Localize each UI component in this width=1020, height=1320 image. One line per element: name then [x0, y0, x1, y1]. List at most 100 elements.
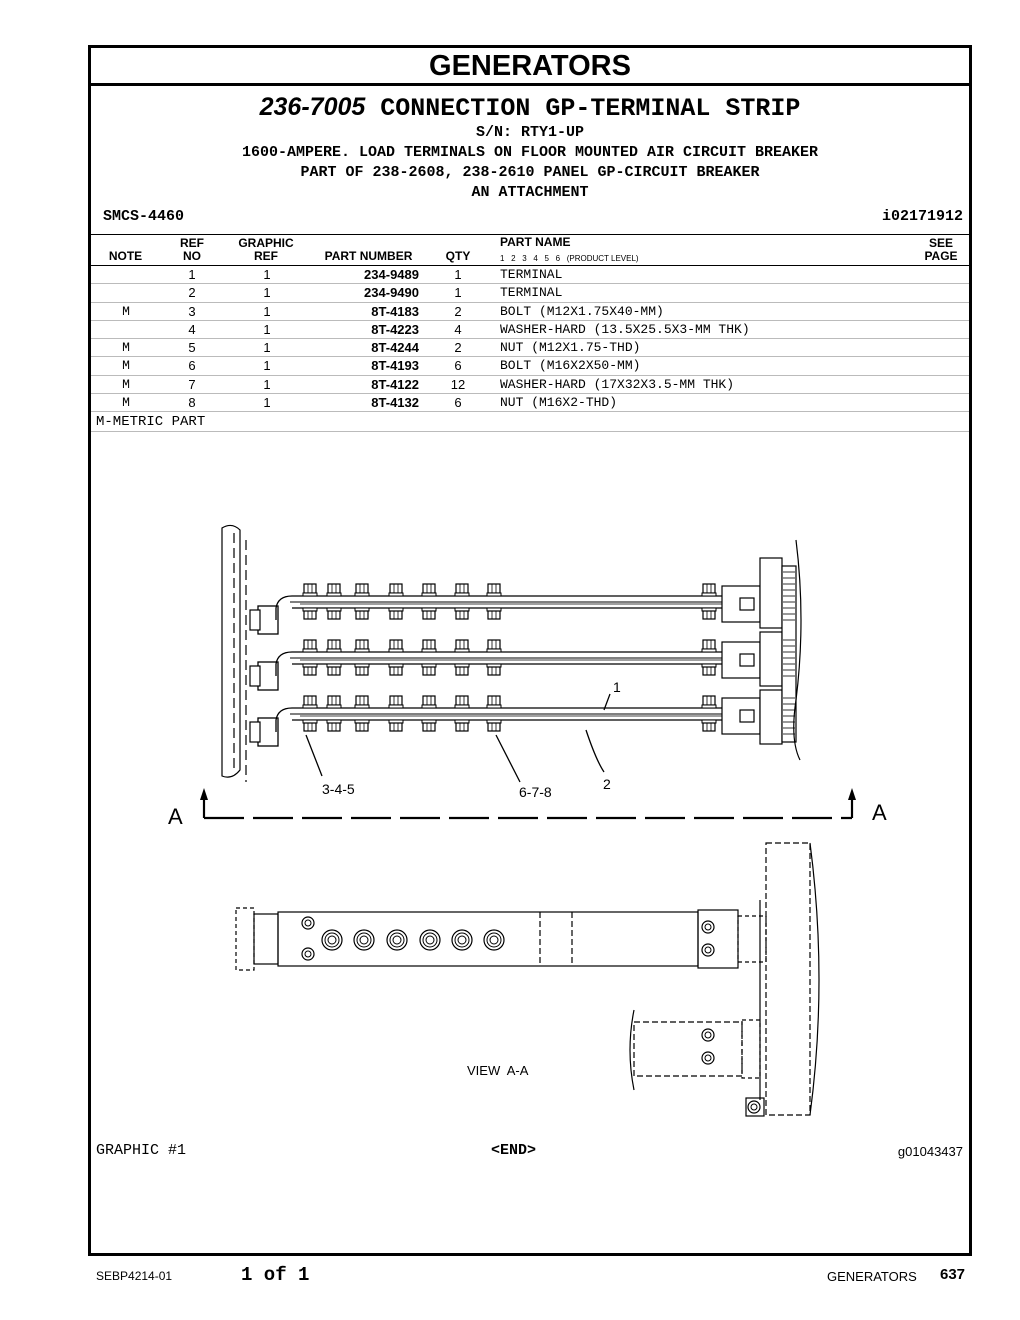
view-a-a-label: VIEW A-A	[467, 1063, 529, 1078]
footer-page-number: 637	[940, 1266, 966, 1283]
info-reference: i02171912	[881, 208, 963, 225]
graphic-label: GRAPHIC #1	[96, 1142, 187, 1159]
view-a-a-hardware	[301, 916, 761, 1114]
cell-ref: 5	[188, 340, 196, 356]
cell-graphic-ref: 1	[263, 303, 271, 319]
group-number: 236-7005	[259, 93, 366, 121]
footer-document-number: SEBP4214-01	[96, 1269, 173, 1283]
cell-part-name: TERMINAL	[500, 285, 563, 301]
header-product-levels: 1 2 3 4 5 6 (PRODUCT LEVEL)	[500, 254, 639, 263]
cell-part-number: 8T-4183	[371, 303, 419, 319]
group-heading: 236-7005 CONNECTION GP-TERMINAL STRIP	[91, 93, 969, 123]
header-note: NOTE	[108, 249, 143, 263]
section-label-left: A	[168, 804, 183, 829]
cell-part-number: 234-9489	[364, 267, 419, 282]
header-part-number: PART NUMBER	[324, 249, 413, 263]
table-row: 2 1 234-9490 1 TERMINAL	[91, 284, 969, 303]
bus-bar-middle	[249, 651, 722, 691]
page-frame: GENERATORS 236-7005 CONNECTION GP-TERMIN…	[88, 45, 972, 1256]
cell-graphic-ref: 1	[263, 358, 271, 374]
cell-graphic-ref: 1	[263, 395, 271, 411]
page-title: GENERATORS	[429, 50, 631, 82]
table-row: 4 1 8T-4223 4 WASHER-HARD (13.5X25.5X3-M…	[91, 321, 969, 340]
description-line-3: AN ATTACHMENT	[471, 184, 589, 201]
breaker-connection-blocks	[721, 539, 802, 761]
breaker-fins	[783, 571, 795, 735]
cell-part-number: 8T-4122	[371, 376, 419, 392]
cell-part-name: BOLT (M12X1.75X40-MM)	[500, 303, 664, 319]
cell-note: M	[122, 376, 130, 392]
header-ref-bottom: NO	[183, 249, 201, 263]
header-ref-top: REF	[180, 236, 204, 250]
description-line-1: 1600-AMPERE. LOAD TERMINALS ON FLOOR MOU…	[241, 144, 819, 161]
cell-qty: 2	[454, 303, 462, 319]
table-row: M 6 1 8T-4193 6 BOLT (M16X2X50-MM)	[91, 357, 969, 376]
section-label-right: A	[872, 800, 887, 825]
cell-qty: 12	[450, 376, 466, 392]
cell-part-number: 234-9490	[364, 285, 419, 301]
smcs-code: SMCS-4460	[103, 208, 185, 225]
section-arrow-left	[200, 788, 208, 800]
cell-part-number: 8T-4223	[371, 321, 419, 337]
cell-ref: 2	[188, 285, 196, 301]
header-see-bottom: PAGE	[924, 249, 958, 263]
graphic-reference: g01043437	[897, 1144, 963, 1159]
cabinet-left-wall	[221, 524, 247, 782]
cell-part-name: NUT (M12X1.75-THD)	[500, 340, 641, 356]
cell-part-name: WASHER-HARD (13.5X25.5X3-MM THK)	[500, 321, 750, 337]
header-graphic-bottom: REF	[254, 249, 278, 263]
cell-note: M	[122, 303, 130, 319]
cell-qty: 2	[454, 340, 462, 356]
cell-part-name: BOLT (M16X2X50-MM)	[500, 358, 641, 374]
cell-part-number: 8T-4132	[371, 395, 419, 411]
cell-note: M	[122, 358, 130, 374]
serial-number: S/N: RTY1-UP	[475, 124, 585, 141]
cell-ref: 6	[188, 358, 196, 374]
cell-graphic-ref: 1	[263, 321, 271, 337]
cell-qty: 6	[454, 358, 462, 374]
cell-part-name: NUT (M16X2-THD)	[500, 395, 618, 411]
cell-graphic-ref: 1	[263, 340, 271, 356]
header-graphic-top: GRAPHIC	[238, 236, 294, 250]
parts-table-header: NOTE REF NO GRAPHIC REF PART NUMBER QTY …	[91, 234, 969, 266]
table-row: M 5 1 8T-4244 2 NUT (M12X1.75-THD)	[91, 339, 969, 358]
cell-ref: 4	[188, 321, 196, 337]
cell-qty: 6	[454, 395, 462, 411]
group-name: CONNECTION GP-TERMINAL STRIP	[380, 94, 801, 123]
description-line-2: PART OF 238-2608, 238-2610 PANEL GP-CIRC…	[300, 164, 760, 181]
parts-table-body: 1 1 234-9489 1 TERMINAL 2 1 234-9490 1 T…	[91, 266, 969, 413]
cell-qty: 4	[454, 321, 462, 337]
table-row: M 3 1 8T-4183 2 BOLT (M12X1.75X40-MM)	[91, 303, 969, 321]
table-row: 1 1 234-9489 1 TERMINAL	[91, 266, 969, 285]
cell-qty: 1	[454, 267, 462, 282]
title-bar: GENERATORS	[91, 48, 969, 86]
cell-part-name: TERMINAL	[500, 267, 563, 282]
callout-1: 1	[613, 679, 621, 695]
bus-bar-bottom	[249, 707, 722, 747]
cell-note: M	[122, 340, 130, 356]
footer-page-count: 1 of 1	[241, 1264, 310, 1286]
header-qty: QTY	[445, 249, 471, 263]
callout-3-4-5: 3-4-5	[322, 781, 355, 797]
cell-ref: 3	[188, 303, 196, 319]
cell-part-number: 8T-4244	[371, 340, 419, 356]
header-part-name: PART NAME	[500, 235, 571, 249]
cell-part-name: WASHER-HARD (17X32X3.5-MM THK)	[500, 376, 735, 392]
section-arrow-right	[848, 788, 856, 800]
view-a-a-drawing	[235, 842, 820, 1117]
bus-bar-top	[249, 595, 722, 635]
cell-graphic-ref: 1	[263, 285, 271, 301]
header-see-top: SEE	[928, 236, 953, 250]
table-row: M 8 1 8T-4132 6 NUT (M16X2-THD)	[91, 394, 969, 413]
cell-note: M	[122, 395, 130, 411]
callout-2: 2	[603, 776, 611, 792]
cell-graphic-ref: 1	[263, 376, 271, 392]
metric-footnote: M-METRIC PART	[96, 414, 206, 430]
table-row: M 7 1 8T-4122 12 WASHER-HARD (17X32X3.5-…	[91, 376, 969, 395]
callout-leaders	[305, 693, 611, 783]
cell-graphic-ref: 1	[263, 267, 271, 282]
cell-ref: 1	[188, 267, 196, 282]
cell-ref: 8	[188, 395, 196, 411]
end-label: <END>	[491, 1142, 537, 1159]
